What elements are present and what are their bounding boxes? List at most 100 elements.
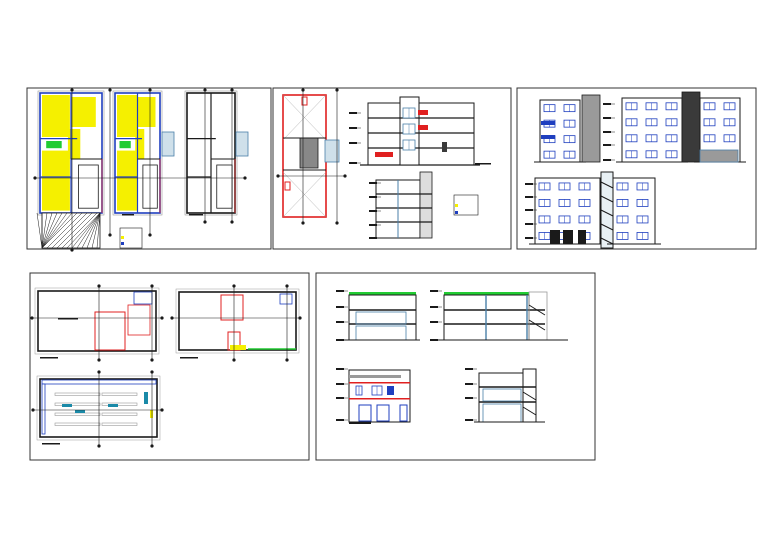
level-tag <box>349 162 357 164</box>
level-tag <box>336 419 344 421</box>
room-fill-yellow <box>135 129 145 159</box>
grid-bubble <box>285 284 289 288</box>
window <box>371 385 383 396</box>
stair-flight <box>528 304 546 316</box>
diagonal <box>282 171 327 218</box>
parapet-band <box>349 375 401 378</box>
level-tag <box>369 210 377 212</box>
grid-bubble <box>150 284 154 288</box>
level-tag <box>349 142 357 144</box>
hatch-line <box>71 212 101 249</box>
grid-bubble <box>230 220 234 224</box>
window <box>402 123 416 135</box>
hatch-line <box>81 212 101 249</box>
level-tag <box>603 117 611 119</box>
shelf-row <box>101 422 138 426</box>
level-tag <box>465 368 473 370</box>
window <box>355 385 363 396</box>
blue-panel <box>541 121 555 125</box>
grid-bubble <box>148 233 152 237</box>
room <box>216 164 233 209</box>
title-underline <box>40 357 58 359</box>
hatch-line <box>41 212 48 249</box>
grid-bubble <box>97 370 101 374</box>
stair-tower-dark <box>681 91 701 163</box>
level-tag <box>336 339 344 341</box>
sheet-commercial-plans <box>29 272 310 461</box>
room <box>78 164 99 209</box>
yellow-zone <box>230 345 246 350</box>
stair-core <box>324 139 340 163</box>
room-fill-green <box>46 141 62 149</box>
legend-box <box>119 227 143 249</box>
hatch-line <box>51 212 88 249</box>
grid-bubble <box>232 284 236 288</box>
level-tag <box>465 397 473 399</box>
level-tag <box>525 209 533 211</box>
level-tag <box>349 127 357 129</box>
blue-panel <box>541 135 555 139</box>
hatch-line <box>86 212 101 249</box>
stair-core <box>161 131 175 157</box>
shelf-row <box>54 422 101 426</box>
stair-core <box>235 131 249 157</box>
exterior-wall <box>39 378 158 438</box>
legend-box <box>453 194 479 216</box>
grid-bubble <box>232 358 236 362</box>
room-fill-yellow <box>117 95 138 137</box>
hatch-line <box>46 212 83 249</box>
wall-units <box>41 383 46 435</box>
level-tag <box>603 131 611 133</box>
section-block <box>418 102 475 166</box>
storefront <box>699 149 739 163</box>
garage-door <box>550 230 560 244</box>
grid-bubble <box>335 221 339 225</box>
level-tag <box>465 419 473 421</box>
green-roof <box>349 292 416 295</box>
stair-flight <box>528 319 546 331</box>
elevation-strip <box>419 171 433 239</box>
grid-bubble <box>170 316 174 320</box>
room-fill-yellow <box>67 129 81 159</box>
shelf-row <box>101 412 138 416</box>
red-detail <box>418 110 428 115</box>
window <box>402 139 416 151</box>
green-roof <box>444 292 529 295</box>
red-detail <box>418 125 428 130</box>
legend-swatch <box>455 211 458 214</box>
window <box>402 107 416 119</box>
level-tag <box>336 306 344 308</box>
fixture-yellow <box>150 410 153 418</box>
red-band <box>349 398 410 400</box>
red-wall-zone <box>94 311 126 351</box>
plan-outline <box>175 288 300 354</box>
level-tag <box>603 159 611 161</box>
furniture-layout-plan <box>36 375 161 441</box>
title-underline <box>475 163 491 165</box>
stair-flight <box>522 391 537 401</box>
level-tag <box>336 368 344 370</box>
hatch-line <box>41 212 63 249</box>
door <box>399 404 408 422</box>
stair-flight <box>600 223 614 231</box>
elevation-front <box>534 99 586 163</box>
grid-bubble <box>148 88 152 92</box>
grid-bubble <box>108 88 112 92</box>
hatch-line <box>41 212 68 249</box>
level-tag <box>430 306 438 308</box>
shelf-row <box>54 402 101 406</box>
grid-bubble <box>150 370 154 374</box>
legend-swatch <box>121 242 124 245</box>
garage-door <box>578 230 586 244</box>
window-solid <box>387 386 394 395</box>
level-tag <box>603 103 611 105</box>
grid-bubble <box>243 176 247 180</box>
grid-bubble <box>203 220 207 224</box>
hatch-line <box>76 212 101 249</box>
red-wall-zone <box>220 294 244 321</box>
level-tag <box>430 321 438 323</box>
level-tag <box>430 290 438 292</box>
grid-bubble <box>298 316 302 320</box>
hatch-line <box>41 212 78 249</box>
grid-bubble <box>33 176 37 180</box>
